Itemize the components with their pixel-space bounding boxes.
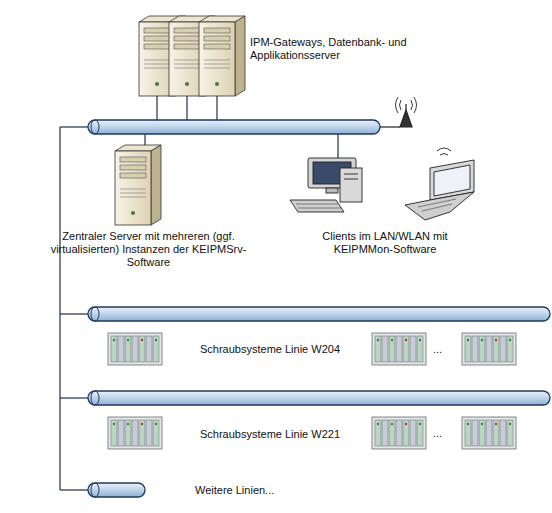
client-label: Clients im LAN/WLAN mit KEIPMMon-Softwar… <box>305 230 465 256</box>
laptop-client <box>405 148 474 220</box>
ellipsis-label: ... <box>433 427 442 440</box>
node-text: Schraubsysteme Linie W204 <box>200 343 340 356</box>
screw-system <box>462 333 516 365</box>
desktop-client <box>290 158 362 212</box>
server-tower <box>115 145 161 225</box>
wlan-antenna <box>380 97 417 127</box>
bus-end <box>91 120 99 497</box>
server-label: Zentraler Server mit mehreren (ggf. virt… <box>46 230 251 269</box>
screw-system <box>462 417 516 449</box>
node-text: Clients im LAN/WLAN mit KEIPMMon-Softwar… <box>305 230 465 256</box>
ellipsis-label: ... <box>433 343 442 356</box>
line-label: Schraubsysteme Linie W204 <box>200 343 340 356</box>
node-text: Zentraler Server mit mehreren (ggf. virt… <box>46 230 251 269</box>
screw-system <box>372 333 426 365</box>
network-bus <box>88 120 550 497</box>
node-text: Schraubsysteme Linie W221 <box>200 428 340 441</box>
screw-system <box>108 333 162 365</box>
screw-system <box>108 417 162 449</box>
server-label: IPM-Gateways, Datenbank- und Applikation… <box>250 36 425 62</box>
server-tower <box>199 16 245 96</box>
line-label: Schraubsysteme Linie W221 <box>200 428 340 441</box>
line-label: Weitere Linien... <box>195 484 274 497</box>
node-text: Weitere Linien... <box>195 484 274 497</box>
node-text: IPM-Gateways, Datenbank- und Applikation… <box>250 36 425 62</box>
screw-system <box>372 417 426 449</box>
